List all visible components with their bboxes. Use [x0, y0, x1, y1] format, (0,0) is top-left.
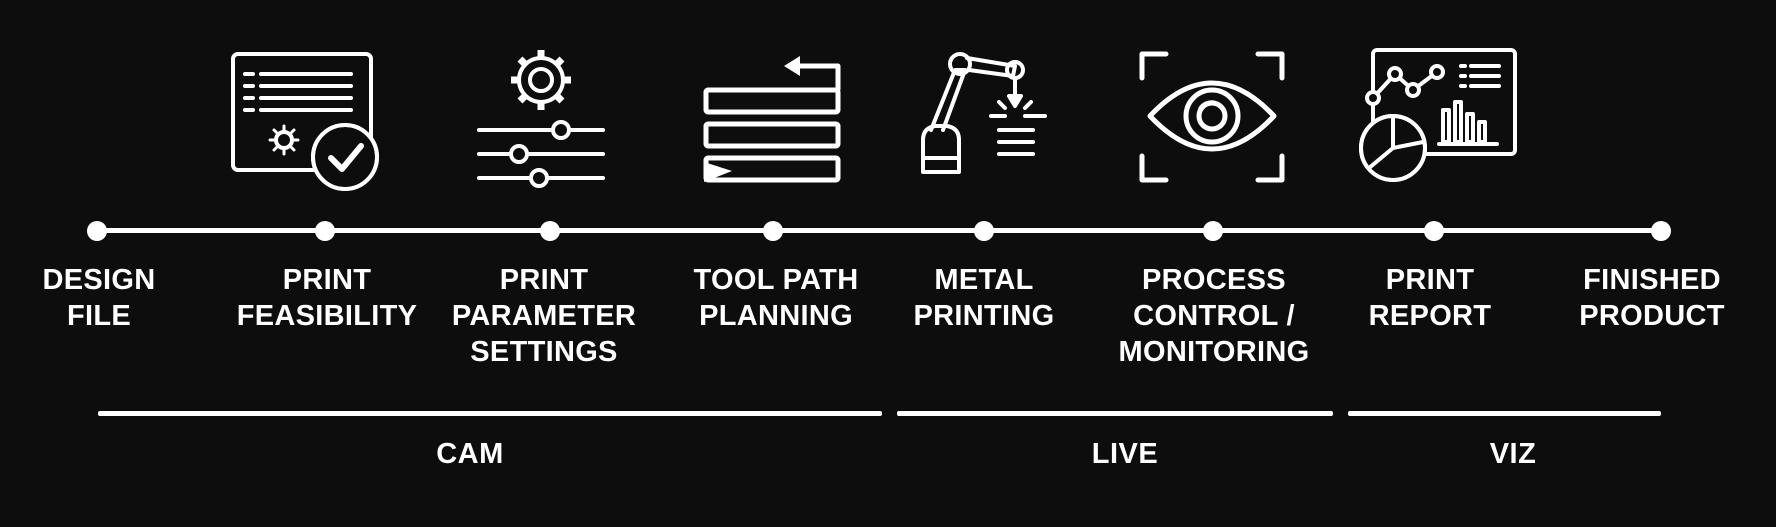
step-label-metal-printing: METAL PRINTING — [913, 264, 1055, 332]
timeline-node — [974, 221, 994, 241]
timeline-node — [315, 221, 335, 241]
step-label-tool-path: TOOL PATH PLANNING — [693, 264, 859, 332]
step-label-print-feasibility: PRINT FEASIBILITY — [236, 264, 418, 332]
timeline-node — [87, 221, 107, 241]
step-label-print-parameters: PRINT PARAMETER SETTINGS — [451, 264, 637, 368]
step-label-print-report: PRINT REPORT — [1368, 264, 1492, 332]
phase-label-cam: CAM — [436, 438, 504, 470]
document-check-icon — [213, 40, 393, 200]
timeline-node — [1651, 221, 1671, 241]
phase-bracket-cam — [98, 411, 882, 416]
phase-bracket-live — [897, 411, 1333, 416]
phase-label-live: LIVE — [1091, 438, 1159, 470]
report-dashboard-icon — [1347, 40, 1527, 200]
robot-arm-icon — [895, 40, 1075, 200]
phase-bracket-viz — [1348, 411, 1661, 416]
timeline-node — [540, 221, 560, 241]
eye-monitor-icon — [1122, 40, 1302, 200]
timeline-node — [1424, 221, 1444, 241]
timeline-node — [763, 221, 783, 241]
gear-sliders-icon — [453, 40, 633, 200]
timeline-line — [97, 228, 1661, 233]
toolpath-icon — [680, 40, 860, 200]
step-label-finished-product: FINISHED PRODUCT — [1579, 264, 1725, 332]
timeline-node — [1203, 221, 1223, 241]
step-label-design-file: DESIGN FILE — [42, 264, 156, 332]
phase-label-viz: VIZ — [1489, 438, 1537, 470]
step-label-process-control: PROCESS CONTROL / MONITORING — [1118, 264, 1310, 368]
